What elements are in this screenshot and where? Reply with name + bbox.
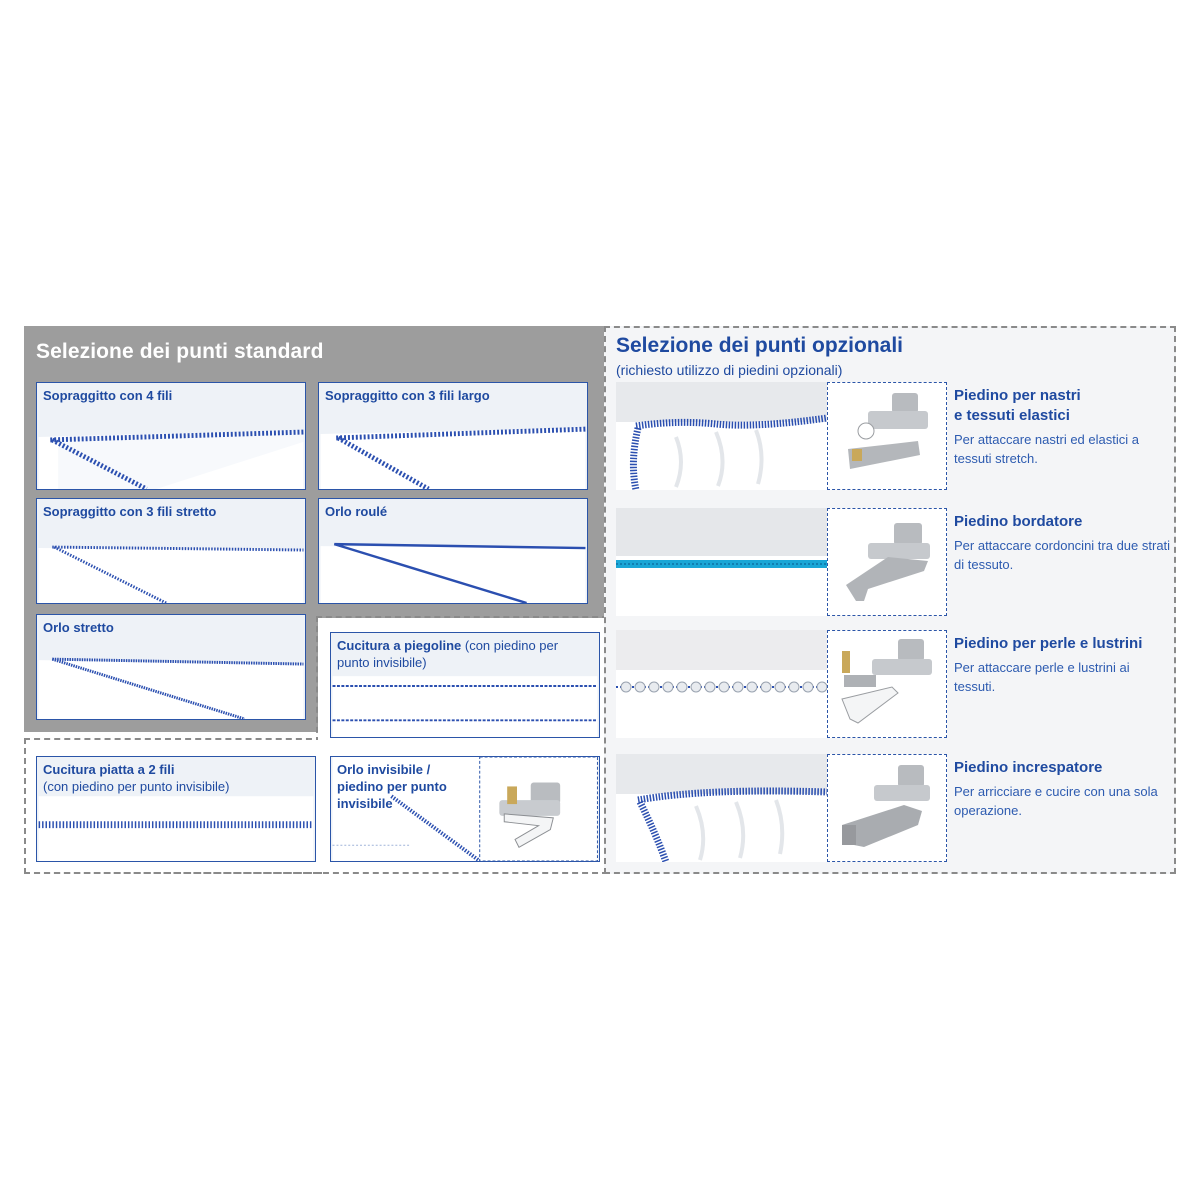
presser-foot-image [827,754,947,862]
foot-description: Per attaccare nastri ed elastici a tessu… [954,432,1139,466]
optional-row-gathering [616,754,947,862]
piping-stitch-sample [616,508,827,568]
stitch-sample-narrow-hem [38,657,304,719]
foot-title-line1: Piedino per nastri [954,387,1081,404]
beading-presser-foot-icon [841,639,932,724]
optional-text-gathering: Piedino increspatore Per arricciare e cu… [954,758,1174,820]
tile-label: Orlo stretto [43,620,114,635]
tile-label: Cucitura piatta a 2 fili (con piedino per… [43,761,309,795]
stitch-tile-rolled-hem: Orlo roulé [318,498,588,604]
stitch-tile-3-thread-narrow: Sopraggitto con 3 fili stretto [36,498,306,604]
tile-label: Orlo invisibile / piedino per punto invi… [337,762,447,811]
blind-hem-presser-foot-icon [499,782,561,848]
stitch-sample-rolled-hem [320,542,586,603]
stitch-sample-blind-hem [332,757,598,861]
tile-label: Sopraggitto con 3 fili stretto [43,504,217,519]
tile-label-main: Cucitura a piegoline [337,638,462,653]
tile-label: Cucitura a piegoline (con piedino per pu… [337,637,593,671]
stitch-sample-flatlock-2-thread [38,796,314,861]
stitch-tile-flatlock-2-thread: Cucitura piatta a 2 fili (con piedino per… [36,756,316,862]
tile-label-main: Cucitura piatta a 2 fili [43,762,175,777]
stitch-tile-4-thread-overlock: Sopraggitto con 4 fili [36,382,306,490]
stitch-tile-pintuck: Cucitura a piegoline (con piedino per pu… [330,632,600,738]
optional-row-elastic [616,382,947,490]
foot-description: Per arricciare e cucire con una sola ope… [954,784,1158,818]
presser-foot-image [827,630,947,738]
foot-title-line2: e tessuti elastici [954,407,1070,424]
optional-text-elastic: Piedino per nastri e tessuti elastici Pe… [954,386,1174,468]
stitch-tile-3-thread-wide: Sopraggitto con 3 fili largo [318,382,588,490]
piping-presser-foot-icon [846,523,930,601]
foot-title-line1: Piedino per perle e lustrini [954,635,1143,652]
stitch-sample-3-thread-wide [320,426,586,489]
standard-title: Selezione dei punti standard [36,340,324,363]
optional-row-piping [616,508,947,616]
optional-text-beading: Piedino per perle e lustrini Per attacca… [954,634,1174,696]
presser-foot-image [827,508,947,616]
presser-foot-image [827,382,947,490]
stitch-sample-4-thread-overlock [38,429,304,489]
elastic-stitch-sample [616,382,827,490]
stitch-tile-narrow-hem: Orlo stretto [36,614,306,720]
tile-label: Sopraggitto con 4 fili [43,388,173,403]
optional-row-beading [616,630,947,738]
stitch-sample-pintuck [332,676,598,737]
optional-title: Selezione dei punti opzionali [616,334,904,357]
tile-label-note: (con piedino per punto invisibile) [43,779,230,794]
tile-label: Orlo roulé [325,504,388,519]
beading-stitch-sample [616,630,827,693]
gathering-presser-foot-icon [842,765,930,847]
elastic-presser-foot-icon [848,393,928,469]
stitch-tile-blind-hem: Orlo invisibile / piedino per punto invi… [330,756,600,862]
tile-label: Sopraggitto con 3 fili largo [325,388,490,403]
foot-description: Per attaccare cordoncini tra due strati … [954,538,1171,572]
foot-description: Per attaccare perle e lustrini ai tessut… [954,660,1130,694]
foot-title-line1: Piedino bordatore [954,513,1083,530]
stitch-sample-3-thread-narrow [38,545,304,603]
foot-title-line1: Piedino increspatore [954,759,1103,776]
gathering-stitch-sample [616,754,827,862]
tile-label-note: (con piedino per punto invisibile) [337,638,559,670]
optional-subtitle: (richiesto utilizzo di piedini opzionali… [616,362,843,378]
standard-panel-bottom-border [24,872,608,874]
optional-text-piping: Piedino bordatore Per attaccare cordonci… [954,512,1174,574]
